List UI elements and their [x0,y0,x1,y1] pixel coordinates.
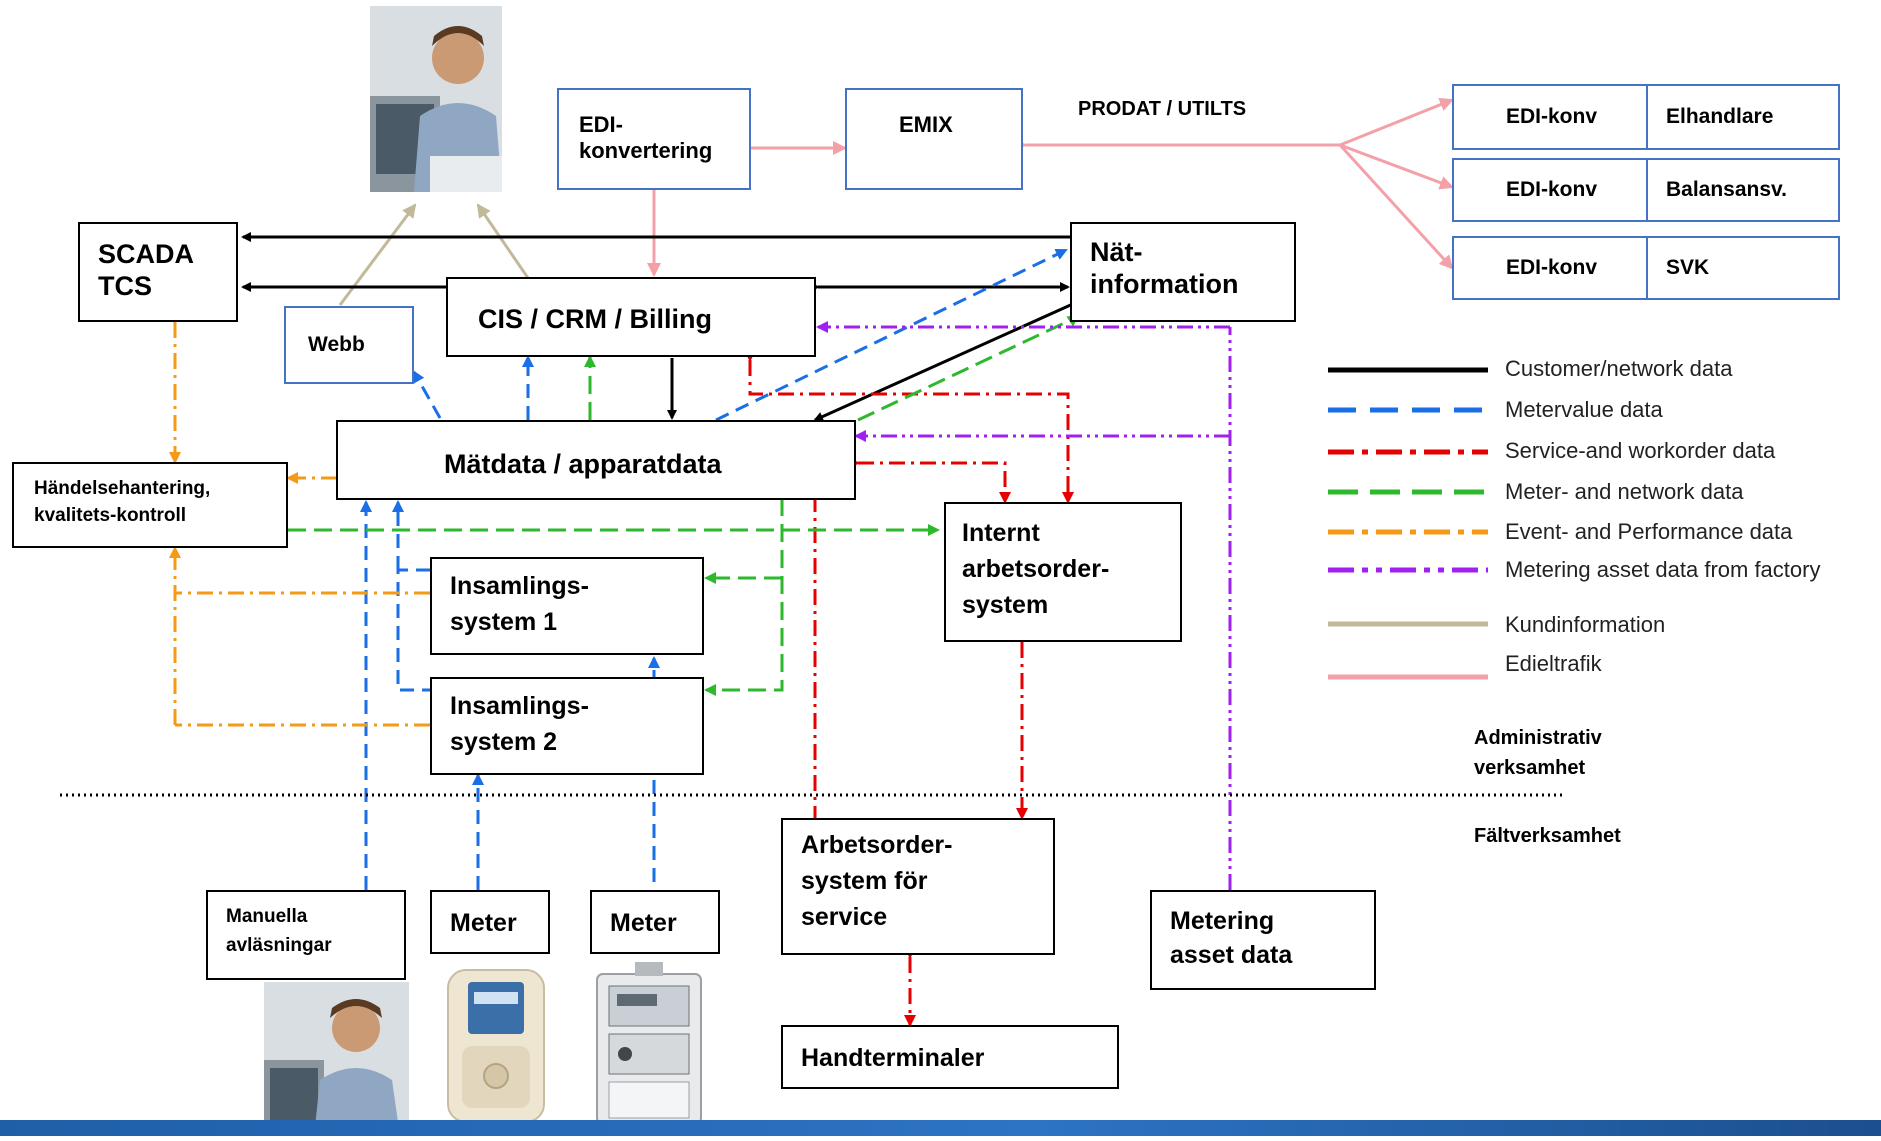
insamling-1-label-line2: system 1 [450,608,558,636]
legend-samples [1328,367,1488,680]
meter-2-box[interactable]: Meter [590,890,720,954]
zone-administrative-line2: verksamhet [1474,757,1586,779]
scada-label-line2: TCS [98,271,152,302]
service-workorder-label-line3: service [801,903,888,931]
manual-reading-box[interactable]: Manuella avläsningar [206,890,406,980]
edieltrafik-lines [647,97,1454,277]
webb-label: Webb [308,333,365,356]
operator-bottom-photo [264,982,409,1136]
event-performance-lines [169,312,430,727]
meter-1-label: Meter [450,909,517,937]
partner-svk[interactable]: EDI-konv SVK [1452,236,1840,300]
zone-field-label: Fältverksamhet [1474,825,1621,847]
emix-label: EMIX [899,112,953,137]
handterminaler-box[interactable]: Handterminaler [781,1025,1119,1089]
legend-item-event-performance: Event- and Performance data [1505,519,1793,544]
partner-elhandlare-name: Elhandlare [1666,105,1774,128]
metering-asset-box[interactable]: Metering asset data [1150,890,1376,990]
partner-elhandlare-edi: EDI-konv [1506,105,1598,128]
internal-workorder-label-line3: system [962,591,1049,619]
service-workorder-lines [744,350,1074,1027]
manual-reading-label-line2: avläsningar [226,934,332,956]
meter-2-label: Meter [610,909,677,937]
scada-label-line1: SCADA [98,239,195,269]
insamling-2-label-line1: Insamlings- [450,692,589,720]
cis-crm-billing-label: CIS / CRM / Billing [478,304,712,334]
matdata-label: Mätdata / apparatdata [444,449,722,479]
metering-asset-label-line1: Metering [1170,907,1275,935]
metering-asset-lines [816,321,1232,890]
legend-item-metering-asset: Metering asset data from factory [1505,557,1821,582]
handelse-box[interactable]: Händelsehantering, kvalitets-kontroll [12,462,288,548]
emix-box[interactable]: EMIX [845,88,1023,190]
meter-right-photo [595,962,703,1136]
internal-workorder-label-line1: Internt [962,519,1040,547]
person-at-computer-icon [264,982,409,1136]
edi-conversion-label-line1: EDI- [579,112,623,137]
webb-box[interactable]: Webb [284,306,414,384]
partner-balansansv-edi: EDI-konv [1506,178,1598,201]
handterminaler-label: Handterminaler [801,1044,985,1072]
partner-elhandlare[interactable]: EDI-konv Elhandlare [1452,84,1840,150]
service-workorder-label-line1: Arbetsorder- [801,831,953,859]
net-info-label-line1: Nät- [1090,237,1143,267]
legend-item-customer-network: Customer/network data [1505,356,1733,381]
insamling-2-box[interactable]: Insamlings- system 2 [430,677,704,775]
partner-balansansv[interactable]: EDI-konv Balansansv. [1452,158,1840,222]
net-info-label-line2: information [1090,269,1239,300]
bottom-bar [0,1120,1881,1136]
service-workorder-label-line2: system för [801,867,928,895]
partner-svk-name: SVK [1666,256,1710,279]
legend-item-edieltrafik: Edieltrafik [1505,651,1602,676]
legend-item-service-workorder: Service-and workorder data [1505,438,1776,463]
internal-workorder-label-line2: arbetsorder- [962,555,1110,583]
partner-divider [1646,86,1648,148]
legend-item-kundinformation: Kundinformation [1505,612,1666,637]
edi-conversion-label-line2: konvertering [579,138,713,164]
service-workorder-box[interactable]: Arbetsorder- system för service [781,818,1055,955]
person-at-computer-icon [370,6,502,192]
edi-conversion-box[interactable]: EDI- konvertering [557,88,751,190]
partner-balansansv-name: Balansansv. [1666,178,1788,201]
operator-top-photo [370,6,502,192]
prodat-utilts-label: PRODAT / UTILTS [1078,98,1247,120]
partner-svk-edi: EDI-konv [1506,256,1598,279]
electricity-meter-icon [447,969,545,1123]
insamling-1-box[interactable]: Insamlings- system 1 [430,557,704,655]
handelse-label-line2: kvalitets-kontroll [34,504,187,526]
metering-asset-label-line2: asset data [1170,941,1293,969]
scada-box[interactable]: SCADA TCS [78,222,238,322]
internal-workorder-box[interactable]: Internt arbetsorder- system [944,502,1182,642]
manual-reading-label-line1: Manuella [226,906,308,927]
net-info-box[interactable]: Nät- information [1070,222,1296,322]
insamling-1-label-line1: Insamlings- [450,572,589,600]
partner-divider [1646,160,1648,220]
partner-divider [1646,238,1648,298]
meter-1-box[interactable]: Meter [430,890,550,954]
matdata-box[interactable]: Mätdata / apparatdata [336,420,856,500]
insamling-2-label-line2: system 2 [450,728,558,756]
legend-item-metervalue: Metervalue data [1505,397,1663,422]
electricity-meter-icon [596,962,702,1125]
zone-administrative-label: Administrativ verksamhet [1474,723,1602,783]
cis-crm-billing-box[interactable]: CIS / CRM / Billing [446,277,816,357]
legend-item-meter-network: Meter- and network data [1505,479,1744,504]
zone-administrative-line1: Administrativ [1474,727,1602,749]
handelse-label-line1: Händelsehantering, [34,478,211,499]
meter-left-photo [446,968,546,1124]
